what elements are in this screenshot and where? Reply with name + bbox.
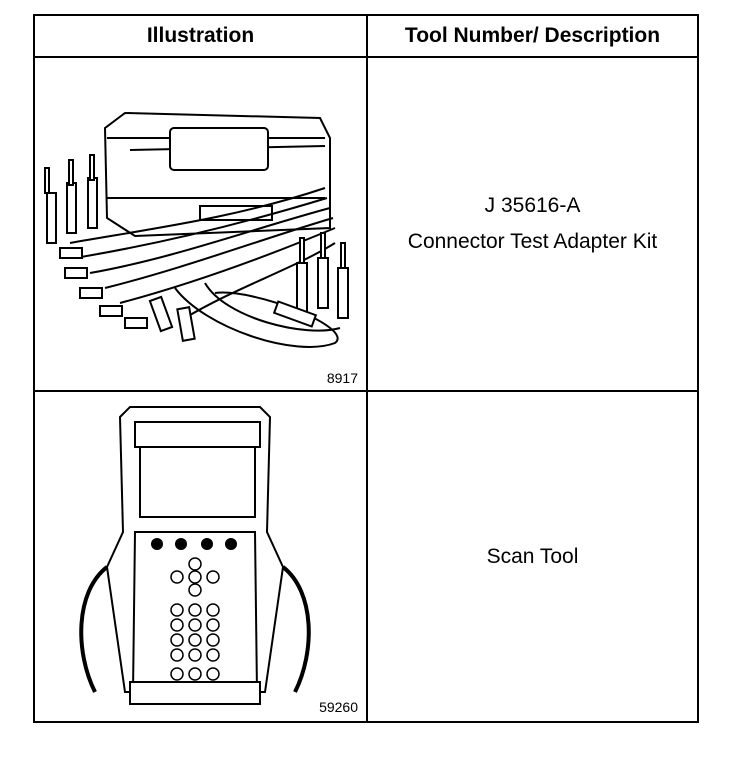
header-divider bbox=[35, 56, 697, 58]
header-tool-description: Tool Number/ Description bbox=[404, 24, 661, 47]
column-divider bbox=[366, 16, 368, 721]
figure-number: 8917 bbox=[326, 370, 358, 386]
connector-test-adapter-kit-icon bbox=[44, 111, 349, 348]
figure-number: 59260 bbox=[319, 699, 358, 715]
illustration-cell-2: 59260 bbox=[35, 392, 366, 721]
description-cell-1: J 35616-A Connector Test Adapter Kit bbox=[368, 58, 697, 390]
scan-tool-icon bbox=[79, 406, 311, 705]
tool-table: Illustration Tool Number/ Description bbox=[33, 14, 699, 723]
header-illustration: Illustration bbox=[146, 24, 255, 47]
description-cell-2: Scan Tool bbox=[368, 392, 697, 721]
illustration-cell-1: 8917 bbox=[35, 58, 366, 390]
tool-description: Connector Test Adapter Kit bbox=[407, 230, 658, 253]
tool-description: Scan Tool bbox=[486, 544, 579, 568]
row-divider bbox=[35, 390, 697, 392]
tool-number: J 35616-A bbox=[484, 194, 581, 217]
